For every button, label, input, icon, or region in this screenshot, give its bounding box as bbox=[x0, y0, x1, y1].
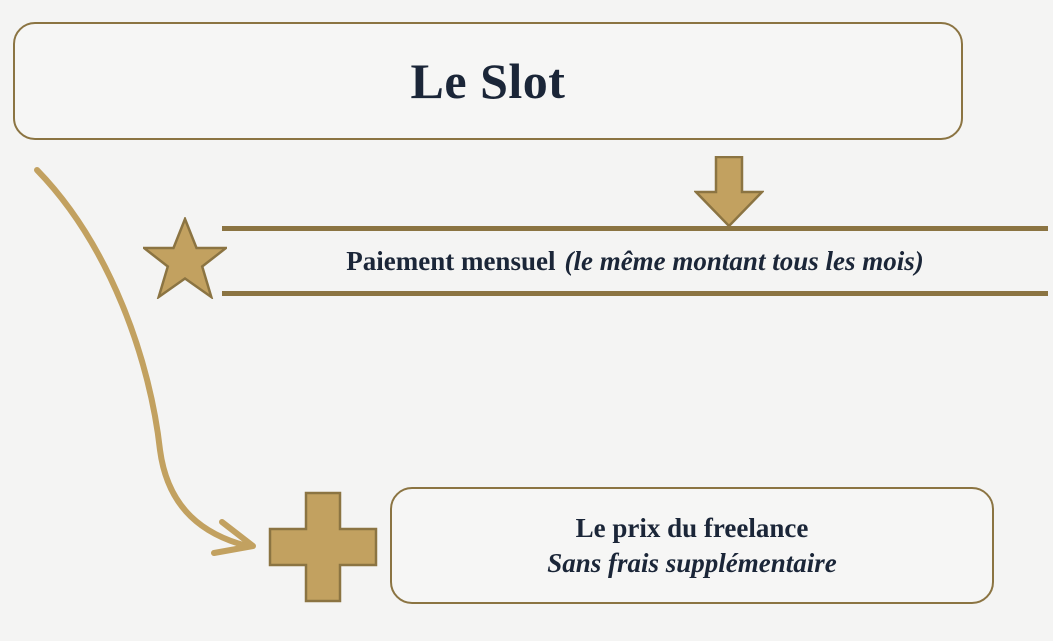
star-icon bbox=[140, 215, 230, 301]
price-box[interactable]: Le prix du freelance Sans frais suppléme… bbox=[390, 487, 994, 604]
banner-text: Paiement mensuel (le même montant tous l… bbox=[222, 231, 1048, 291]
curved-arrow-icon bbox=[0, 150, 300, 570]
plus-icon bbox=[268, 491, 378, 603]
price-box-line-2: Sans frais supplémentaire bbox=[547, 547, 837, 578]
monthly-payment-banner[interactable]: Paiement mensuel (le même montant tous l… bbox=[222, 226, 1048, 296]
down-arrow-icon bbox=[693, 155, 765, 228]
banner-rule-top bbox=[222, 226, 1048, 231]
page-title: Le Slot bbox=[410, 53, 566, 109]
banner-text-strong: Paiement mensuel bbox=[346, 245, 556, 276]
title-box[interactable]: Le Slot bbox=[13, 22, 963, 140]
banner-text-emphasis: (le même montant tous les mois) bbox=[564, 245, 924, 276]
price-box-line-1: Le prix du freelance bbox=[575, 512, 809, 543]
banner-rule-bottom bbox=[222, 291, 1048, 296]
